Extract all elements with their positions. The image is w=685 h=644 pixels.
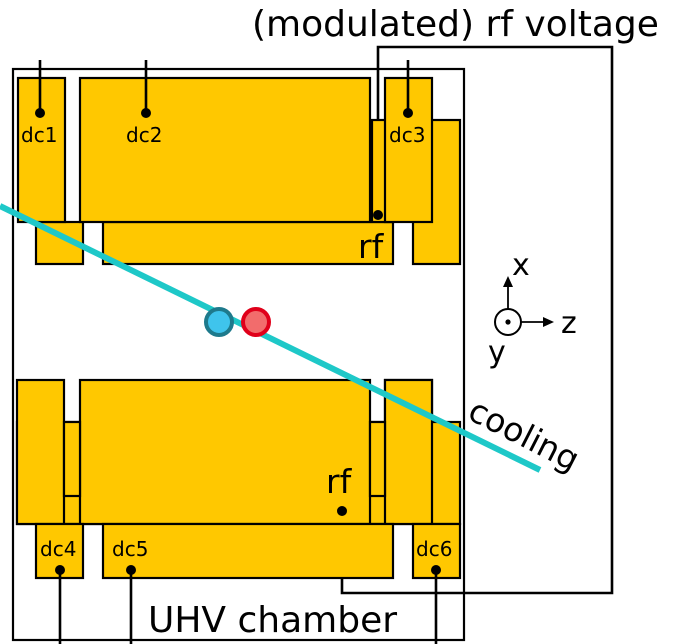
dc2-contact [141,108,151,118]
dc5-contact [126,565,136,575]
uhv-chamber-label: UHV chamber [148,600,397,641]
bottom-electrode-group [15,378,462,580]
electrode-bottom-left-block [15,378,66,526]
x-axis-arrowhead-icon [503,276,513,287]
slot-right [368,420,387,498]
dc4-contact [55,565,65,575]
coordinate-axes [494,276,554,336]
z-axis-label: z [561,306,577,341]
top-electrode-group [16,76,462,266]
rf-bottom-contact [337,506,347,516]
rf-bottom-label: rf [326,462,353,501]
electrode-dc1 [16,76,67,224]
rf-supply-wire [340,45,614,595]
y-axis-dot [505,319,511,325]
slot-left [62,420,82,498]
dc6-contact [431,565,441,575]
electrode-dc3 [383,76,434,224]
title-label: (modulated) rf voltage [252,4,659,45]
electrode-bottom-right-block [383,378,434,526]
electrode-dc5 [101,522,395,580]
electrode-top-lower-middle [101,220,395,266]
dc5-label: dc5 [112,537,148,561]
dc6-label: dc6 [416,537,452,561]
dc3-label: dc3 [389,123,425,147]
dc2-label: dc2 [126,123,162,147]
rf-top-contact [373,210,383,220]
y-axis-label: y [488,335,506,370]
ion-red [241,307,271,337]
electrode-bottom-middle-block [78,378,372,526]
electrode-dc2 [78,76,372,224]
uhv-chamber-outline [11,67,466,642]
dc1-label: dc1 [21,123,57,147]
z-axis-arrowhead-icon [543,317,554,327]
dc3-contact [403,108,413,118]
ion-blue [204,307,234,337]
dc4-label: dc4 [40,537,76,561]
x-axis-label: x [512,248,530,283]
dc1-contact [35,108,45,118]
cooling-beam [0,203,542,473]
rf-top-label: rf [358,227,385,266]
cooling-label: cooling [462,390,585,479]
